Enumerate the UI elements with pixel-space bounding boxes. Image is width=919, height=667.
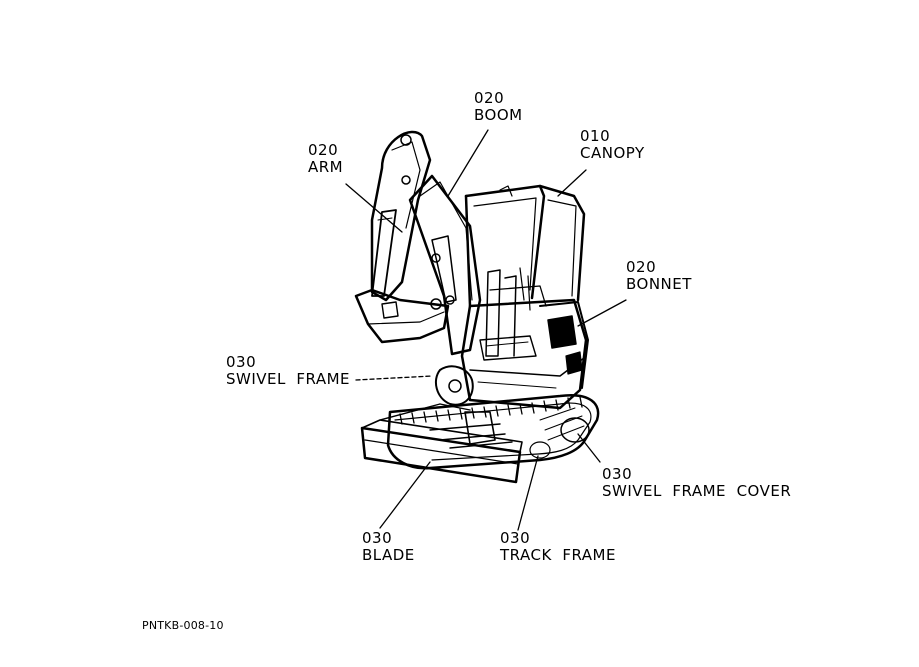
- label-canopy-name: CANOPY: [580, 144, 645, 162]
- leader-swivel-frame: [355, 375, 433, 381]
- label-bonnet: 020 BONNET: [626, 259, 692, 293]
- label-blade-name: BLADE: [362, 546, 415, 564]
- canopy: [464, 184, 586, 361]
- bonnet: [539, 301, 589, 389]
- label-blade-code: 030: [362, 529, 393, 547]
- label-canopy: 010 CANOPY: [580, 128, 645, 162]
- leader-blade: [379, 461, 431, 529]
- arm: [370, 130, 432, 302]
- label-track-frame-code: 030: [500, 529, 531, 547]
- label-boom-name: BOOM: [474, 106, 523, 124]
- label-track-frame: 030 TRACK FRAME: [500, 530, 616, 564]
- leader-track-frame: [517, 455, 539, 531]
- leader-bonnet: [577, 299, 627, 327]
- label-canopy-code: 010: [580, 127, 611, 145]
- label-blade: 030 BLADE: [362, 530, 415, 564]
- label-arm: 020 ARM: [308, 142, 343, 176]
- label-bonnet-name: BONNET: [626, 275, 692, 293]
- label-boom: 020 BOOM: [474, 90, 523, 124]
- label-track-frame-name: TRACK FRAME: [500, 546, 616, 564]
- leader-arm: [345, 183, 403, 233]
- label-swivel-frame-code: 030: [226, 353, 257, 371]
- label-swivel-frame-cover-name: SWIVEL FRAME COVER: [602, 482, 792, 500]
- track-frame: [386, 393, 600, 470]
- leader-lines: [345, 129, 627, 531]
- leader-boom: [447, 129, 489, 197]
- label-bonnet-code: 020: [626, 258, 657, 276]
- label-swivel-frame: 030 SWIVEL FRAME: [226, 354, 350, 388]
- swivel-frame: [434, 298, 588, 410]
- label-swivel-frame-cover: 030 SWIVEL FRAME COVER: [602, 466, 791, 500]
- label-arm-name: ARM: [308, 158, 344, 176]
- label-swivel-frame-cover-code: 030: [602, 465, 633, 483]
- blade: [360, 403, 523, 484]
- label-swivel-frame-name: SWIVEL FRAME: [226, 370, 351, 388]
- leader-canopy: [557, 169, 587, 197]
- document-code: PNTKB-008-10: [142, 619, 224, 632]
- leader-swivel-frame-cover: [577, 433, 601, 463]
- label-boom-code: 020: [474, 89, 505, 107]
- bucket: [354, 288, 450, 344]
- label-arm-code: 020: [308, 141, 339, 159]
